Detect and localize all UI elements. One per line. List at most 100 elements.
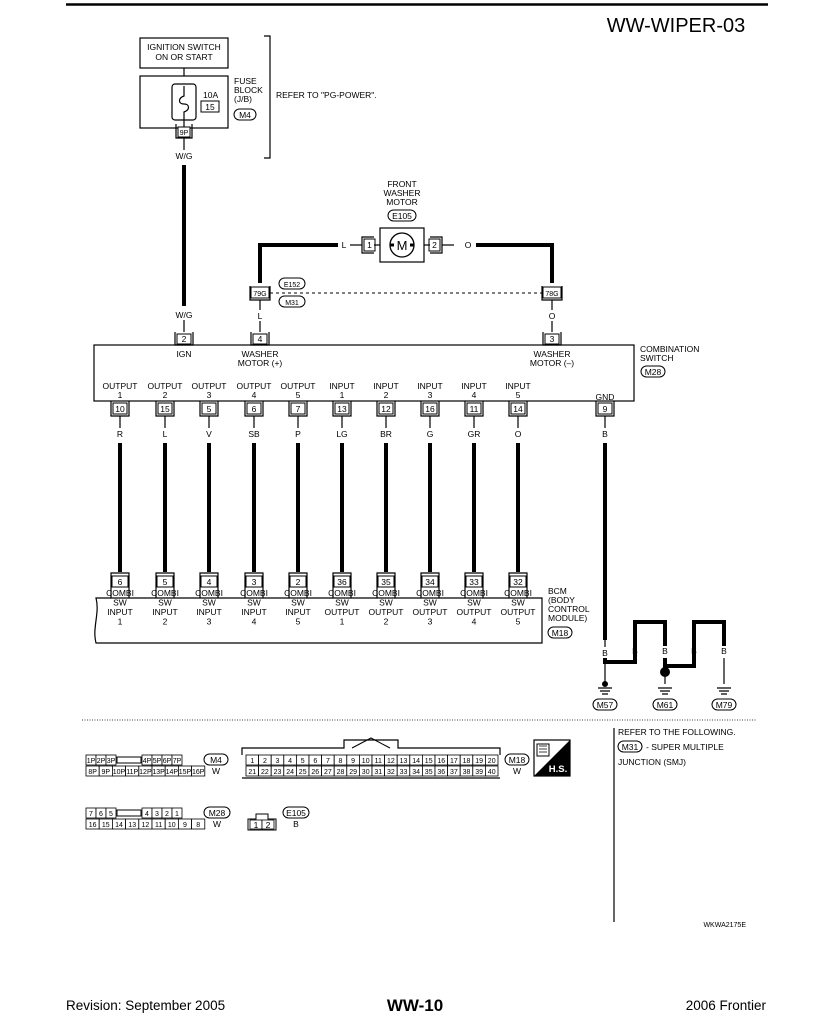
bcm-pin-housing-7 — [420, 572, 440, 598]
combi-label-2-a: OUTPUT — [192, 381, 227, 391]
bcm-pin-box-3 — [245, 575, 263, 588]
bcm-pin-housing-0 — [110, 572, 130, 598]
bcm-pin-box-6 — [377, 575, 395, 588]
wire-color-6: BR — [380, 429, 392, 439]
bcm-pin-label-7-2: OUTPUT — [413, 607, 448, 617]
m4-row2-pin: 9P — [102, 769, 111, 776]
bcm-pin-box-2 — [200, 575, 218, 588]
bcm-pin-number-8: 33 — [469, 577, 479, 587]
combi-label-3-a: OUTPUT — [237, 381, 272, 391]
e105-pin-2: 2 — [266, 820, 271, 830]
combi-label-8-a: INPUT — [461, 381, 487, 391]
jc-conn-e152: E152 — [284, 282, 300, 289]
m4-row1-pin: 5P — [153, 758, 162, 765]
bcm-pin-label-8-1: SW — [467, 598, 481, 608]
m18-row1-cell — [484, 754, 499, 766]
combi-pin-3: 3 — [550, 334, 555, 344]
combi-pin-box-2 — [201, 402, 217, 415]
combi-pin-gnd: 9 — [595, 401, 615, 417]
m18-row1-pin: 20 — [488, 758, 496, 765]
m18-row2-pin: 32 — [387, 769, 395, 776]
bcm-label-1: BCM — [548, 586, 567, 596]
ground-m79: M79 — [716, 700, 733, 710]
m4-color: W — [212, 766, 220, 776]
m18-row2-pin: 36 — [437, 769, 445, 776]
ground-wire-b-3: B — [662, 646, 668, 656]
combi-pin-box-8 — [466, 402, 482, 415]
wire-color-8: GR — [468, 429, 481, 439]
combi-top-pin-washer-minus: 3 — [542, 332, 562, 346]
combi-switch-label-1: COMBINATION — [640, 344, 699, 354]
m28-row1-pin: 1 — [175, 811, 179, 818]
m28-row2-pin: 10 — [168, 822, 176, 829]
wire-color-5: LG — [336, 429, 347, 439]
bcm-label-3: CONTROL — [548, 604, 590, 614]
bcm-pin-label-4-3: 5 — [296, 617, 301, 627]
bcm-pin-number-6: 35 — [381, 577, 391, 587]
fuse-pin-9p: 9P — [180, 130, 189, 137]
bcm-pin-label-7-0: COMBI — [416, 588, 444, 598]
combi-label-6-b: 2 — [384, 390, 389, 400]
combi-label-ign: IGN — [176, 349, 191, 359]
m28-row2-cell — [191, 818, 206, 830]
bcm-pin-housing-9 — [508, 572, 528, 598]
combi-label-9-b: 5 — [516, 390, 521, 400]
ground-wire-b-1: B — [602, 648, 608, 658]
combi-label-1-a: OUTPUT — [148, 381, 183, 391]
m28-row2-pin: 9 — [183, 822, 187, 829]
m18-row2-pin: 30 — [362, 769, 370, 776]
m18-row2-cell — [484, 765, 499, 777]
washer-connector-id: E105 — [392, 211, 412, 221]
m4-row2-pin: 15P — [179, 769, 192, 776]
wire-color-7: G — [427, 429, 434, 439]
combi-pin-9: 9 — [603, 404, 608, 414]
ground-m61: M61 — [657, 700, 674, 710]
washer-label-2: WASHER — [384, 188, 421, 198]
combi-label-washer-minus-2: MOTOR (–) — [530, 358, 574, 368]
bcm-pin-label-0-2: INPUT — [107, 607, 133, 617]
m18-row1-pin: 6 — [313, 758, 317, 765]
e105-cell — [261, 819, 275, 830]
bcm-pin-label-2-1: SW — [202, 598, 216, 608]
m18-row1-pin: 15 — [425, 758, 433, 765]
combi-top-pin-ign: 2 — [174, 332, 194, 346]
combi-pin-box-6 — [378, 402, 394, 415]
m18-row2-pin: 39 — [475, 769, 483, 776]
m4-row2-pin: 8P — [88, 769, 97, 776]
ground-symbol-icon — [658, 687, 672, 695]
bcm-label-2: (BODY — [548, 595, 575, 605]
refer-connector: M31 — [622, 742, 639, 752]
footer-model: 2006 Frontier — [686, 998, 767, 1013]
bcm-pin-label-3-0: COMBI — [240, 588, 268, 598]
m18-row2-pin: 28 — [337, 769, 345, 776]
bcm-pin-label-2-2: INPUT — [196, 607, 222, 617]
combi-top-pin-washer-plus: 4 — [250, 332, 270, 346]
combi-pin-number-7: 16 — [425, 404, 435, 414]
bcm-pin-labels: COMBISWINPUT1COMBISWINPUT2COMBISWINPUT3C… — [106, 588, 535, 627]
fuse-block-label-1: FUSE — [234, 76, 257, 86]
fuse-connector-oval — [233, 108, 257, 121]
refer-text-1: - SUPER MULTIPLE — [646, 742, 724, 752]
combi-pin-box-5 — [334, 402, 350, 415]
m28-id: M28 — [209, 808, 226, 818]
combi-label-0-b: 1 — [118, 390, 123, 400]
washer-pin-2: 2 — [432, 240, 437, 250]
ground-wire-b-2: B — [632, 646, 638, 656]
ground-link-2 — [665, 620, 726, 668]
combi-label-9-a: INPUT — [505, 381, 531, 391]
fuse-block-label-2: BLOCK — [234, 85, 263, 95]
washer-wire-left — [258, 243, 338, 283]
combi-pin-number-0: 10 — [115, 404, 125, 414]
m4-row1-pin: 3P — [107, 758, 116, 765]
fuse-amperage: 10A — [203, 90, 218, 100]
m28-row1-pin: 6 — [99, 811, 103, 818]
bcm-pin-box-5 — [333, 575, 351, 588]
combi-pin-number-6: 12 — [381, 404, 391, 414]
bcm-pin-number-7: 34 — [425, 577, 435, 587]
bcm-pin-housing-8 — [464, 572, 484, 598]
m28-row2-pin: 11 — [155, 822, 162, 829]
m18-row2-pin: 23 — [274, 769, 282, 776]
m28-row1-pin: 4 — [145, 811, 149, 818]
combi-switch-label-2: SWITCH — [640, 353, 674, 363]
